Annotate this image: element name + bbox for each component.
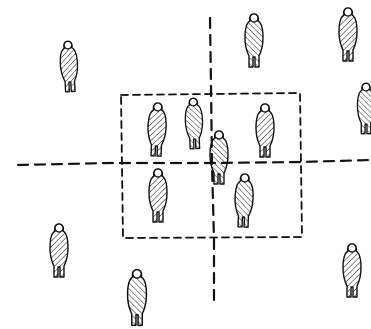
person-icon xyxy=(339,8,357,61)
person-icon xyxy=(128,270,147,326)
horizontal-axis xyxy=(18,160,371,165)
person-icon xyxy=(50,224,68,277)
person-icon xyxy=(245,14,263,67)
person-icon xyxy=(234,174,254,228)
person-icon xyxy=(357,83,371,133)
person-icon xyxy=(256,104,274,157)
person-icon xyxy=(343,244,361,297)
person-icon xyxy=(59,41,79,92)
person-icon xyxy=(149,169,167,222)
person-icon xyxy=(147,103,167,157)
person-icon xyxy=(185,98,204,149)
